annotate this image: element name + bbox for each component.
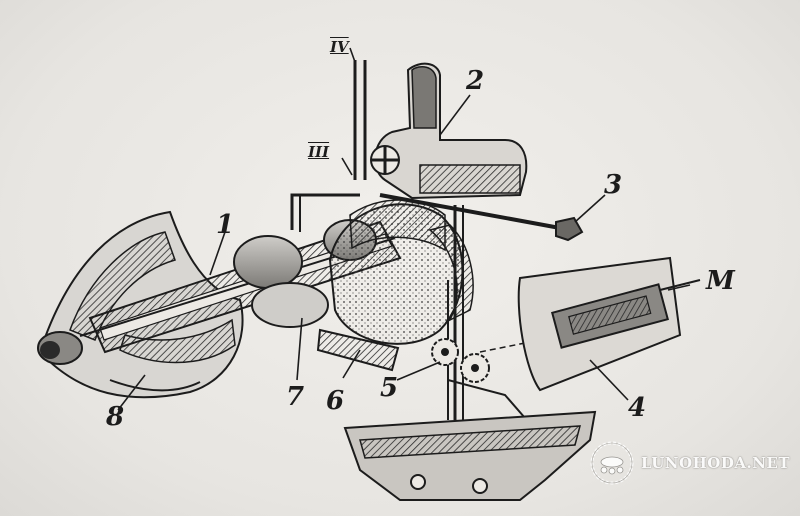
roman-label-iv: IV: [330, 38, 349, 56]
bolt: [555, 216, 584, 242]
leader-lines: [117, 47, 691, 411]
callout-6: 6: [326, 386, 345, 416]
callout-1: 1: [216, 210, 235, 240]
callout-7: 7: [286, 382, 305, 412]
watermark: LUNOHODA.NET: [589, 440, 790, 486]
watermark-text: LUNOHODA.NET: [641, 454, 790, 472]
callout-m: M: [706, 266, 735, 296]
callout-8: 8: [106, 402, 125, 432]
valve-body: [370, 62, 528, 200]
callout-4: 4: [628, 393, 647, 423]
right-actuator: [517, 256, 701, 392]
gear-pair: [316, 328, 541, 383]
callout-3: 3: [604, 170, 623, 200]
base-plate: [343, 410, 597, 501]
callout-5: 5: [380, 373, 399, 403]
callout-2: 2: [466, 66, 485, 96]
lunokhod-logo-icon: [590, 441, 634, 485]
piping: [290, 60, 561, 420]
roman-label-iii: III: [308, 143, 330, 161]
central-motor-housing: [328, 199, 474, 345]
